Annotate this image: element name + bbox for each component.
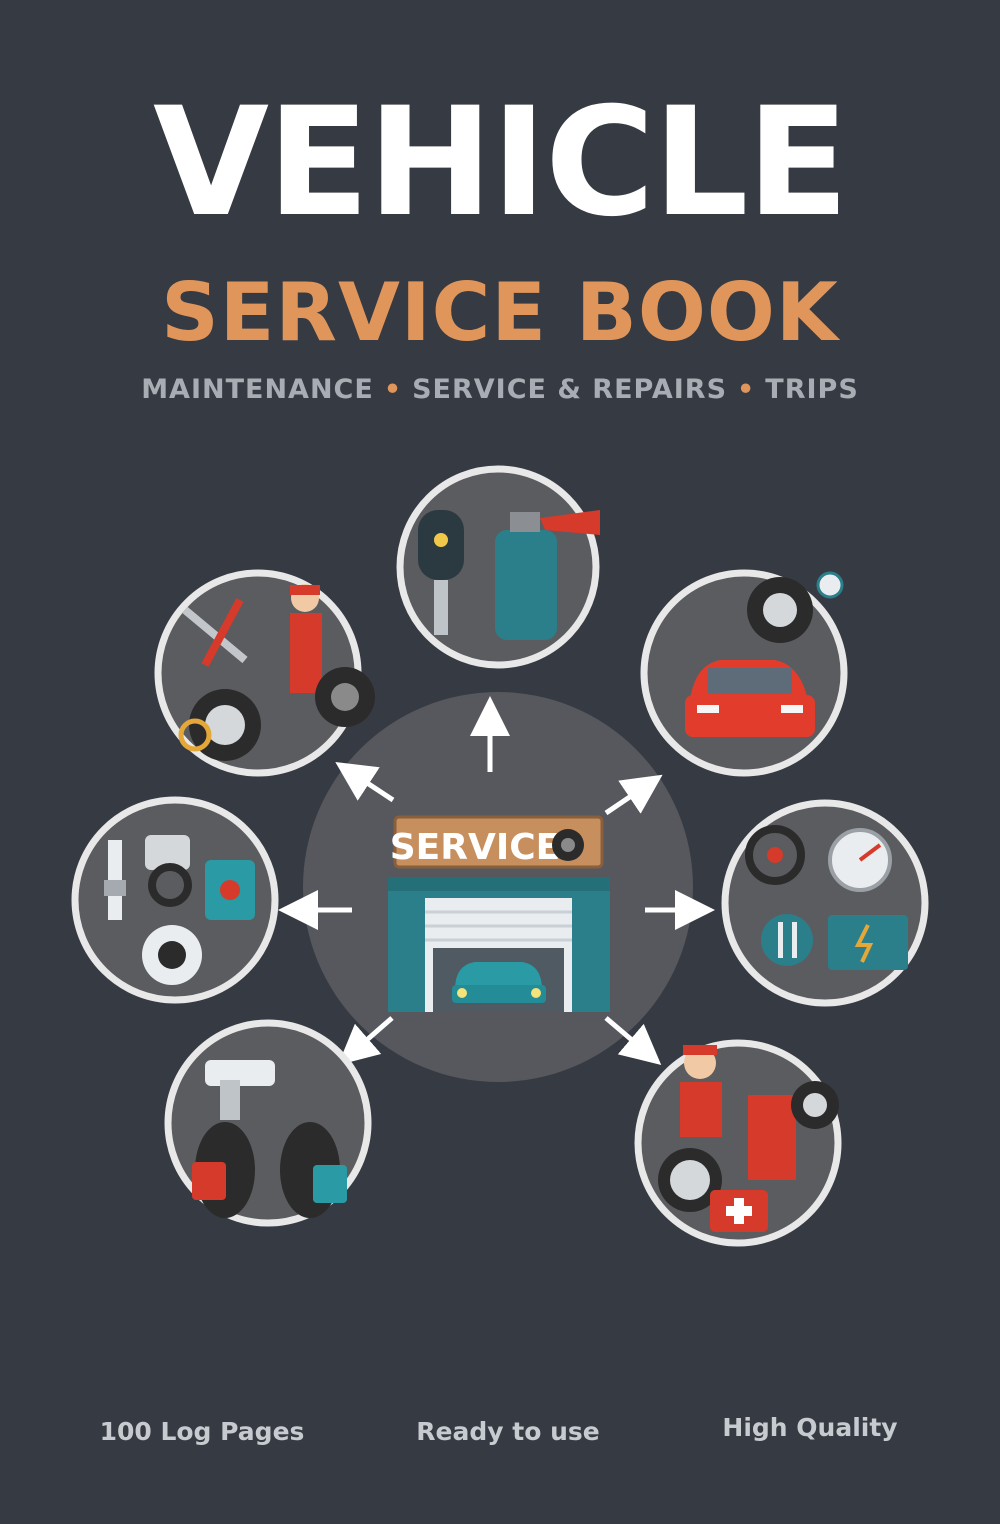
service-sign-text: SERVICE bbox=[390, 827, 561, 868]
tagline-item-service-repairs: SERVICE & REPAIRS bbox=[412, 374, 728, 405]
bullet-icon: • bbox=[383, 374, 403, 405]
speedometer-icon bbox=[828, 828, 892, 892]
tire-icon bbox=[178, 689, 261, 761]
battery-icon bbox=[828, 915, 908, 970]
drill-icon bbox=[205, 1060, 275, 1120]
car-key-icon bbox=[418, 510, 464, 635]
arrow-up-right-icon bbox=[604, 774, 663, 816]
technician-icon bbox=[680, 1045, 722, 1137]
wheel-rim-icon bbox=[658, 1148, 722, 1212]
service-circles bbox=[71, 465, 929, 1247]
red-car-icon bbox=[685, 660, 815, 737]
brake-disc-icon bbox=[142, 925, 202, 985]
arrow-down-right-icon bbox=[604, 1016, 662, 1065]
service-illustration: SERVICE bbox=[71, 465, 929, 1247]
bullet-icon: • bbox=[737, 374, 756, 405]
oil-can-icon bbox=[205, 860, 255, 920]
feature-log-pages: 100 Log Pages bbox=[99, 1417, 305, 1446]
piston-icon bbox=[145, 835, 192, 907]
gear-shift-icon bbox=[761, 914, 813, 966]
summer-winter-tires-icon bbox=[192, 1122, 347, 1218]
feature-high-quality: High Quality bbox=[722, 1413, 898, 1442]
spark-plug-icon bbox=[104, 840, 126, 920]
cover-tagline: MAINTENANCE • SERVICE & REPAIRS • TRIPS bbox=[0, 372, 1000, 408]
cover-title: VEHICLE bbox=[152, 76, 849, 250]
steering-icon bbox=[745, 825, 805, 885]
feature-ready-to-use: Ready to use bbox=[416, 1417, 600, 1446]
wrench-icon bbox=[182, 598, 248, 667]
mechanic-icon bbox=[290, 584, 375, 727]
tagline-item-trips: TRIPS bbox=[765, 374, 859, 405]
arrow-up-left-icon bbox=[335, 762, 395, 803]
arrows bbox=[278, 696, 715, 1066]
arrow-down-left-icon bbox=[337, 1016, 394, 1066]
fire-extinguisher-icon bbox=[495, 510, 600, 640]
first-aid-kit-icon bbox=[710, 1190, 768, 1232]
tire-changer-icon bbox=[748, 1081, 839, 1180]
tagline-item-maintenance: MAINTENANCE bbox=[141, 374, 374, 405]
spare-tire-icon bbox=[747, 571, 844, 643]
service-garage-icon: SERVICE bbox=[388, 815, 610, 1012]
cover-subtitle: SERVICE BOOK bbox=[161, 266, 839, 359]
